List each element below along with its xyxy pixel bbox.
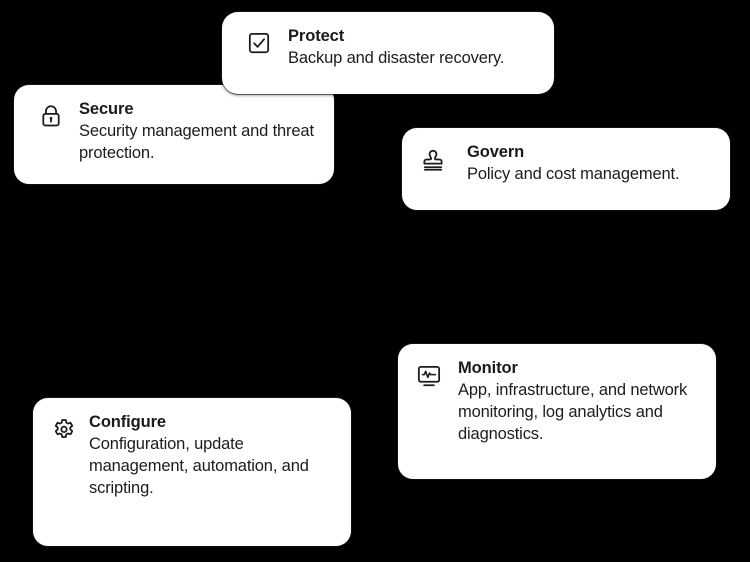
stamp-icon xyxy=(418,145,448,175)
card-monitor-title: Monitor xyxy=(458,359,518,377)
card-configure-title: Configure xyxy=(89,413,167,431)
checkbox-checked-icon xyxy=(244,28,274,58)
card-protect-description: Backup and disaster recovery. xyxy=(288,49,505,68)
card-configure[interactable]: Configure Configuration, update manageme… xyxy=(33,398,351,546)
card-govern[interactable]: Govern Policy and cost management. xyxy=(402,128,730,210)
card-protect-text: Protect Backup and disaster recovery. xyxy=(286,26,538,70)
card-configure-description: Configuration, update management, automa… xyxy=(89,435,309,497)
card-protect[interactable]: Protect Backup and disaster recovery. xyxy=(222,12,554,94)
gear-icon xyxy=(49,415,79,445)
card-secure-description: Security management and threat protectio… xyxy=(79,122,314,163)
card-configure-text: Configure Configuration, update manageme… xyxy=(89,412,335,500)
padlock-icon xyxy=(36,101,66,131)
card-monitor-description: App, infrastructure, and network monitor… xyxy=(458,381,688,443)
card-monitor[interactable]: Monitor App, infrastructure, and network… xyxy=(398,344,716,479)
card-protect-title: Protect xyxy=(288,27,345,45)
card-govern-description: Policy and cost management. xyxy=(467,165,680,184)
monitor-pulse-icon xyxy=(414,361,444,391)
card-secure[interactable]: Secure Security management and threat pr… xyxy=(14,85,334,184)
card-secure-text: Secure Security management and threat pr… xyxy=(79,99,318,165)
card-govern-title: Govern xyxy=(467,143,525,161)
card-secure-title: Secure xyxy=(79,100,134,118)
card-monitor-text: Monitor App, infrastructure, and network… xyxy=(458,358,700,446)
card-govern-text: Govern Policy and cost management. xyxy=(459,142,714,186)
